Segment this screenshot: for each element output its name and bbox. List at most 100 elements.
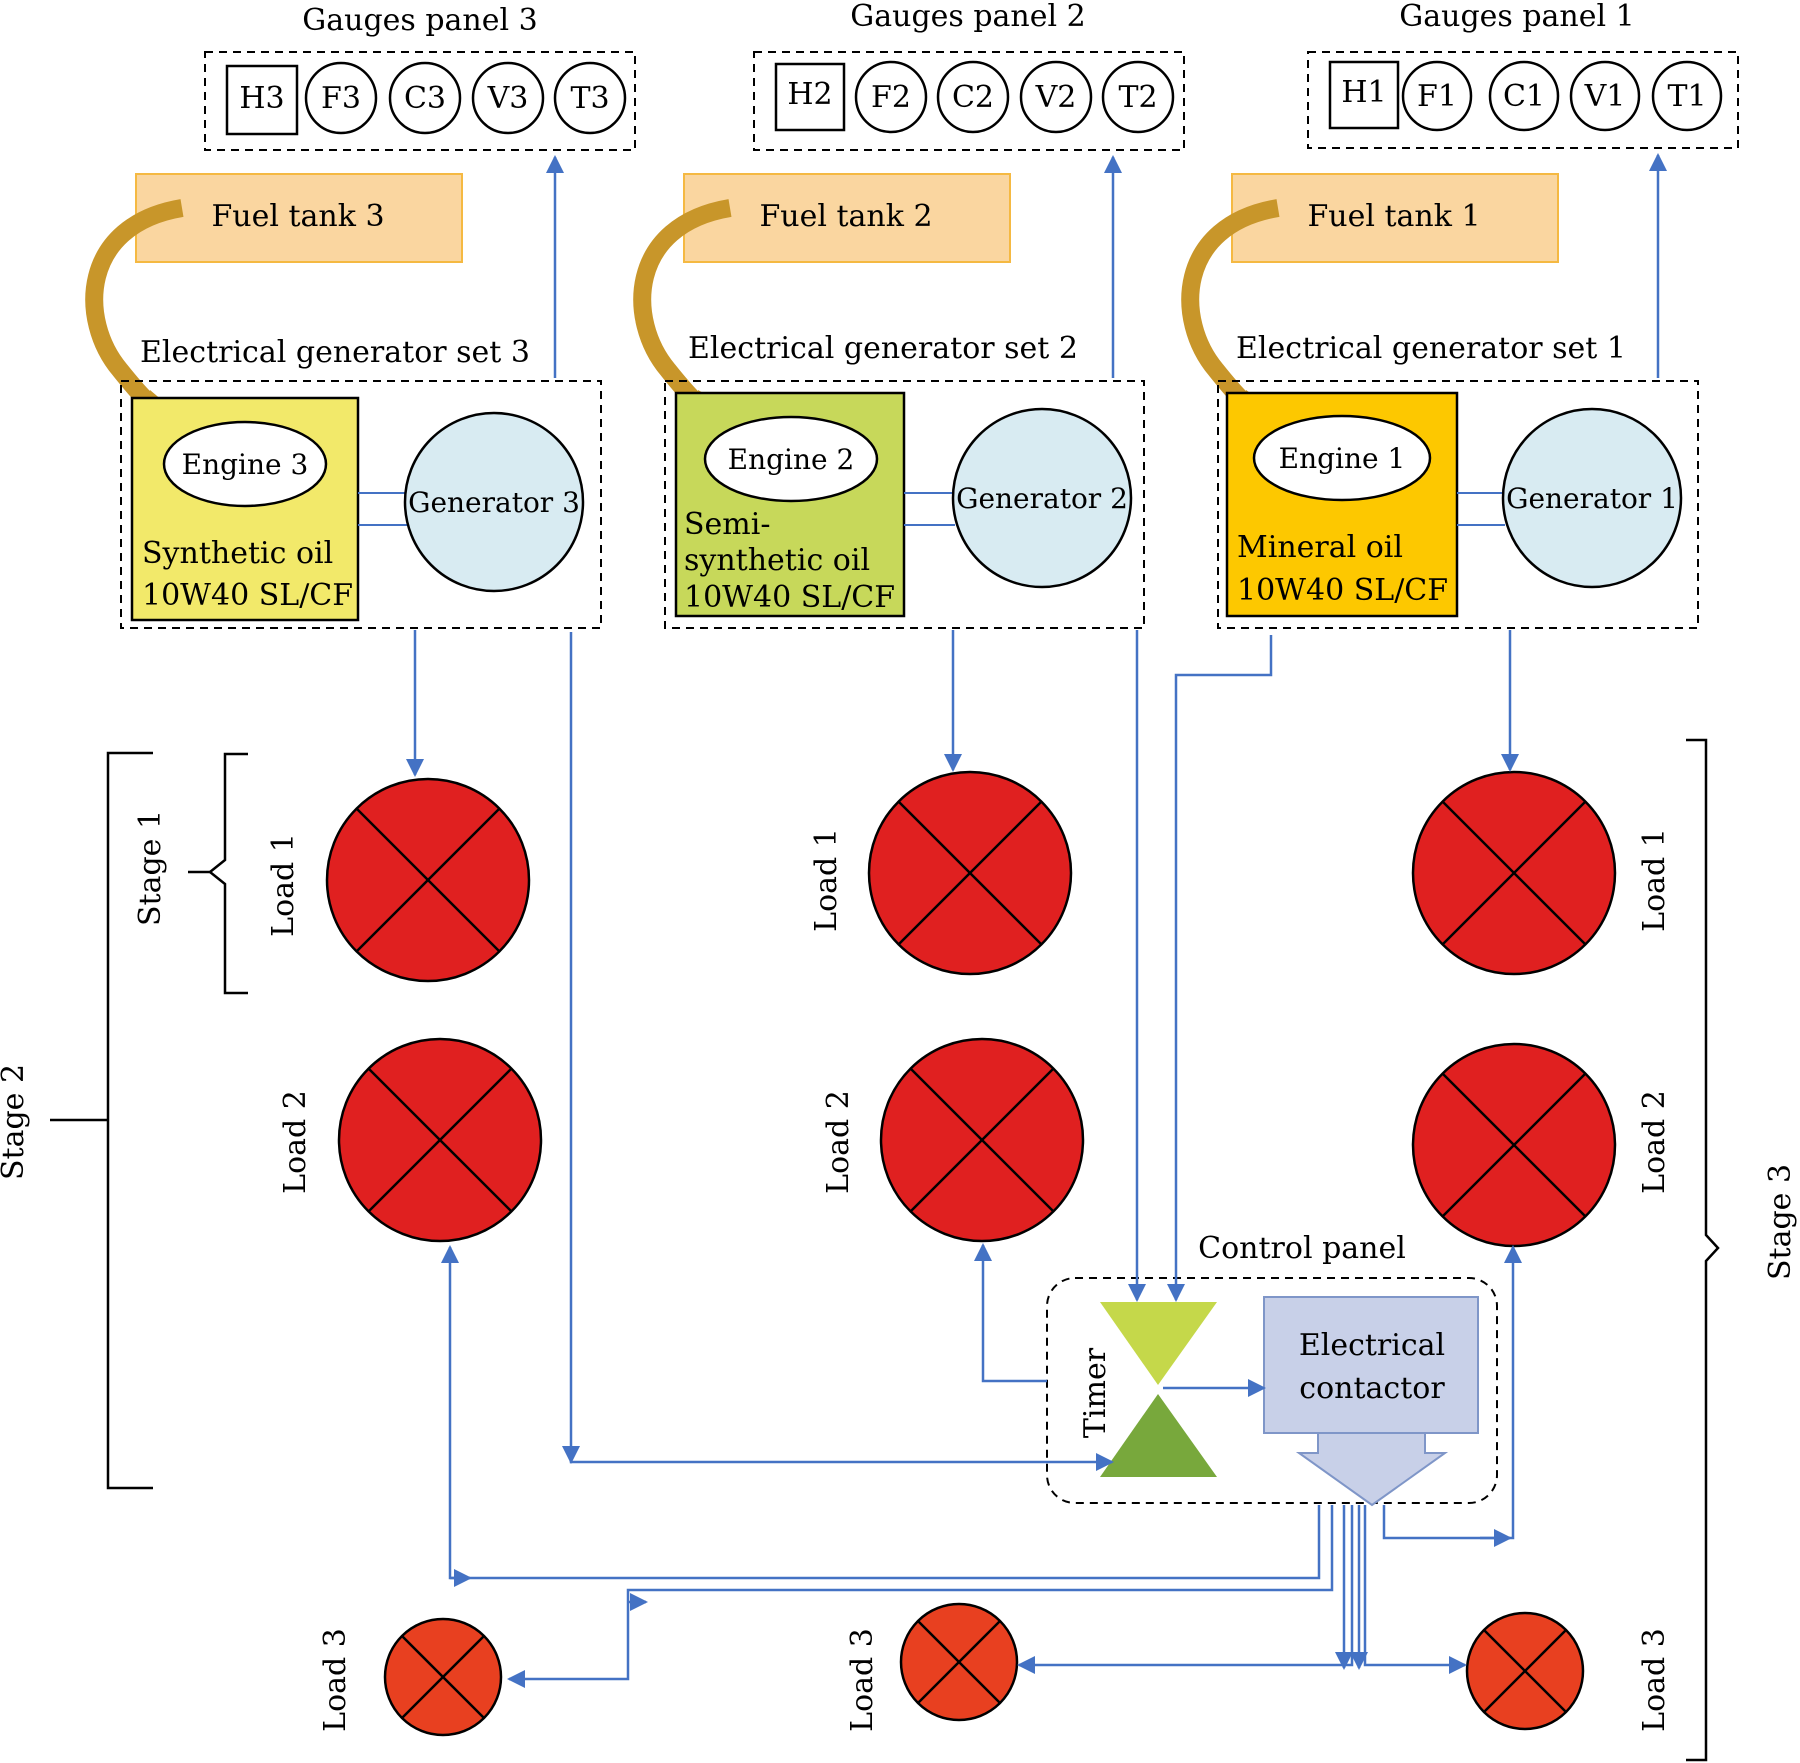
timer-label: Timer	[1078, 1347, 1113, 1438]
gauges-panel-2: Gauges panel 2 H2 F2 C2 V2 T2	[753, 0, 1185, 151]
fuel-tank-2: Fuel tank 2	[683, 173, 1011, 263]
generator-set-3: Electrical generator set 3 Engine 3 Synt…	[120, 335, 602, 629]
gauges-panel-1-title: Gauges panel 1	[1399, 0, 1634, 34]
engine-2	[703, 415, 879, 503]
stage-1-label: Stage 1	[133, 810, 168, 926]
load-1-set-1-label: Load 1	[1637, 828, 1672, 932]
load-1-set-2	[867, 770, 1073, 976]
fuel-tank-1-label: Fuel tank 1	[1307, 199, 1480, 234]
generator-2-label: Generator 2	[956, 482, 1128, 515]
engine-3-label: Engine 3	[182, 448, 309, 481]
gauge-c1-label: C1	[1503, 79, 1545, 114]
generator-set-2-frame	[664, 380, 1145, 629]
gauge-h3-label: H3	[239, 81, 284, 116]
gauge-t3-label: T3	[570, 81, 609, 116]
timer-top-triangle	[1100, 1302, 1217, 1385]
load-3-set-1	[1465, 1611, 1585, 1731]
gauge-v2-label: V2	[1035, 80, 1077, 115]
gauge-c2	[936, 60, 1010, 134]
oil-3-line-2: 10W40 SL/CF	[142, 578, 353, 613]
oil-2-line-3: 10W40 SL/CF	[684, 580, 895, 615]
gauges-panel-2-frame	[753, 51, 1185, 151]
oil-2-line-2: synthetic oil	[684, 543, 870, 578]
oil-1-line-1: Mineral oil	[1237, 530, 1403, 565]
oil-1-line-2: 10W40 SL/CF	[1237, 573, 1448, 608]
generator-1-label: Generator 1	[1506, 482, 1678, 515]
flow-contactor-to-load3-set3	[507, 1505, 1334, 1688]
generator-3	[403, 411, 585, 593]
gauge-t3	[553, 61, 627, 135]
load-1-set-3	[325, 777, 531, 983]
gauges-panel-3: Gauges panel 3 H3 F3 C3 V3 T3	[204, 3, 636, 151]
gauge-v2	[1019, 60, 1093, 134]
engine-1	[1252, 414, 1432, 502]
load-3-set-3	[383, 1617, 503, 1737]
gauge-c3	[388, 61, 462, 135]
gauges-panel-1: Gauges panel 1 H1 F1 C1 V1 T1	[1307, 0, 1739, 149]
gauge-t1	[1651, 60, 1723, 132]
fuel-tank-1-box	[1231, 173, 1559, 263]
gauge-h3	[225, 64, 299, 136]
load-1-set-2-label: Load 1	[809, 828, 844, 932]
generator-3-label: Generator 3	[408, 486, 580, 519]
generator-set-1: Electrical generator set 1 Engine 1 Mine…	[1217, 331, 1699, 629]
fuel-tank-3: Fuel tank 3	[135, 173, 463, 263]
timer-bottom-triangle	[1100, 1394, 1217, 1477]
oil-3-line-1: Synthetic oil	[142, 536, 333, 571]
generator-1	[1501, 407, 1683, 589]
contactor-line-1: Electrical	[1299, 1328, 1445, 1363]
gauge-f2	[854, 60, 928, 134]
control-panel-frame	[1046, 1277, 1498, 1504]
generator-set-2-title: Electrical generator set 2	[688, 331, 1078, 366]
flow-contactor-to-load2-set3	[441, 1245, 1321, 1580]
fuel-tank-2-label: Fuel tank 2	[759, 199, 932, 234]
fuel-tank-3-label: Fuel tank 3	[211, 199, 384, 234]
gauge-f3	[304, 61, 378, 135]
load-3-set-3-label: Load 3	[318, 1628, 353, 1732]
electrical-contactor	[1263, 1296, 1479, 1434]
gauges-panel-3-frame	[204, 51, 636, 151]
generator-set-3-title: Electrical generator set 3	[140, 335, 530, 370]
load-1-set-3-label: Load 1	[266, 833, 301, 937]
gauges-panel-2-title: Gauges panel 2	[850, 0, 1085, 34]
load-2-set-2	[879, 1037, 1085, 1243]
gauge-v1-label: V1	[1584, 79, 1626, 114]
gauge-t2	[1101, 60, 1175, 134]
fuel-tank-2-box	[683, 173, 1011, 263]
flow-set3-to-timer	[569, 632, 1114, 1471]
load-2-set-3	[337, 1037, 543, 1243]
contactor-line-2: contactor	[1299, 1371, 1445, 1406]
load-3-set-2-label: Load 3	[845, 1628, 880, 1732]
gauge-f3-label: F3	[321, 81, 361, 116]
gauge-c3-label: C3	[404, 81, 446, 116]
gauge-c2-label: C2	[952, 80, 994, 115]
gauge-h1	[1328, 60, 1400, 130]
stage-3-brace	[1686, 738, 1720, 1762]
gauge-f1	[1401, 60, 1473, 132]
generator-2	[951, 407, 1133, 589]
gauge-t1-label: T1	[1667, 79, 1706, 114]
gauge-f1-label: F1	[1417, 79, 1457, 114]
fuel-tank-3-box	[135, 173, 463, 263]
load-2-set-2-label: Load 2	[821, 1090, 856, 1194]
load-1-set-1	[1411, 770, 1617, 976]
flow-contactor-to-load2-set1	[1382, 1245, 1522, 1540]
gauge-f2-label: F2	[871, 80, 911, 115]
gauge-c1	[1488, 60, 1560, 132]
generator-set-1-frame	[1217, 380, 1699, 629]
gauge-v1	[1569, 60, 1641, 132]
gauge-t2-label: T2	[1118, 80, 1157, 115]
gauge-h2-label: H2	[787, 77, 832, 112]
oil-2-line-1: Semi-	[684, 507, 770, 542]
gauge-v3-label: V3	[487, 81, 529, 116]
engine-1-label: Engine 1	[1279, 442, 1406, 475]
generator-set-1-title: Electrical generator set 1	[1236, 331, 1626, 366]
gauge-v3	[471, 61, 545, 135]
engine-3	[162, 420, 328, 508]
flow-set1-to-timer	[1167, 635, 1273, 1302]
gauge-h2	[774, 62, 846, 132]
gauges-panel-3-title: Gauges panel 3	[302, 3, 537, 38]
load-2-set-1	[1411, 1042, 1617, 1248]
flow-timer-to-load2-set2	[974, 1243, 1047, 1383]
